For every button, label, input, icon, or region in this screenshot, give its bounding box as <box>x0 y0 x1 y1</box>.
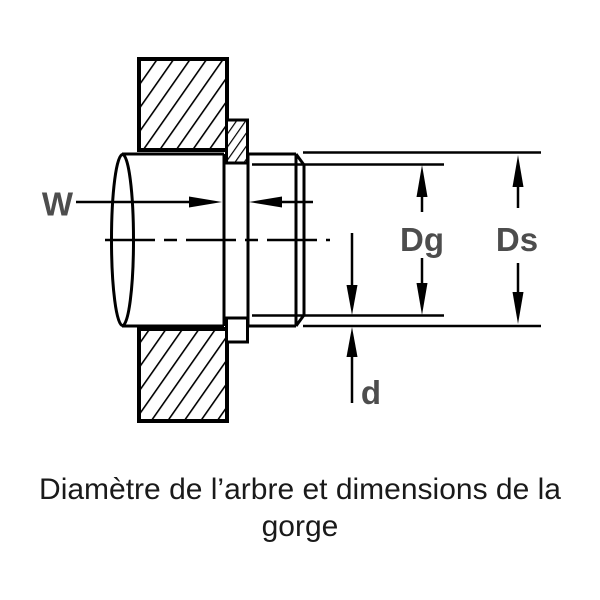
d-arrow-up-icon <box>346 327 358 357</box>
w-arrow-left-icon <box>249 196 282 208</box>
dim-groove-depth: d <box>346 233 381 411</box>
groove-diameter-label: Dg <box>400 221 444 258</box>
extension-lines <box>252 151 541 328</box>
ds-arrow-down-icon <box>512 292 524 324</box>
dg-arrow-down-icon <box>416 283 428 315</box>
housing-top-section <box>137 57 229 152</box>
shaft-outline <box>122 152 306 328</box>
caption-line-1: Diamètre de l’arbre et dimensions de la <box>39 473 561 506</box>
retaining-ring-bottom <box>225 316 249 344</box>
dim-groove-diameter: Dg <box>400 165 444 315</box>
figure-caption: Diamètre de l’arbre et dimensions de la … <box>0 471 600 545</box>
d-arrow-down-icon <box>346 285 358 315</box>
groove-depth-label: d <box>361 374 381 411</box>
dim-shaft-diameter: Ds <box>496 155 538 324</box>
groove-width-label: W <box>42 186 74 223</box>
diagram-canvas: W Dg Ds d <box>42 57 541 423</box>
dg-arrow-up-icon <box>416 165 428 197</box>
retaining-ring-top <box>225 118 249 165</box>
ds-arrow-up-icon <box>512 155 524 187</box>
w-arrow-right-icon <box>189 196 222 208</box>
caption-line-2: gorge <box>261 510 339 543</box>
housing-bottom-section <box>137 327 229 423</box>
dim-groove-width: W <box>42 186 313 223</box>
shaft-diameter-label: Ds <box>496 221 538 258</box>
